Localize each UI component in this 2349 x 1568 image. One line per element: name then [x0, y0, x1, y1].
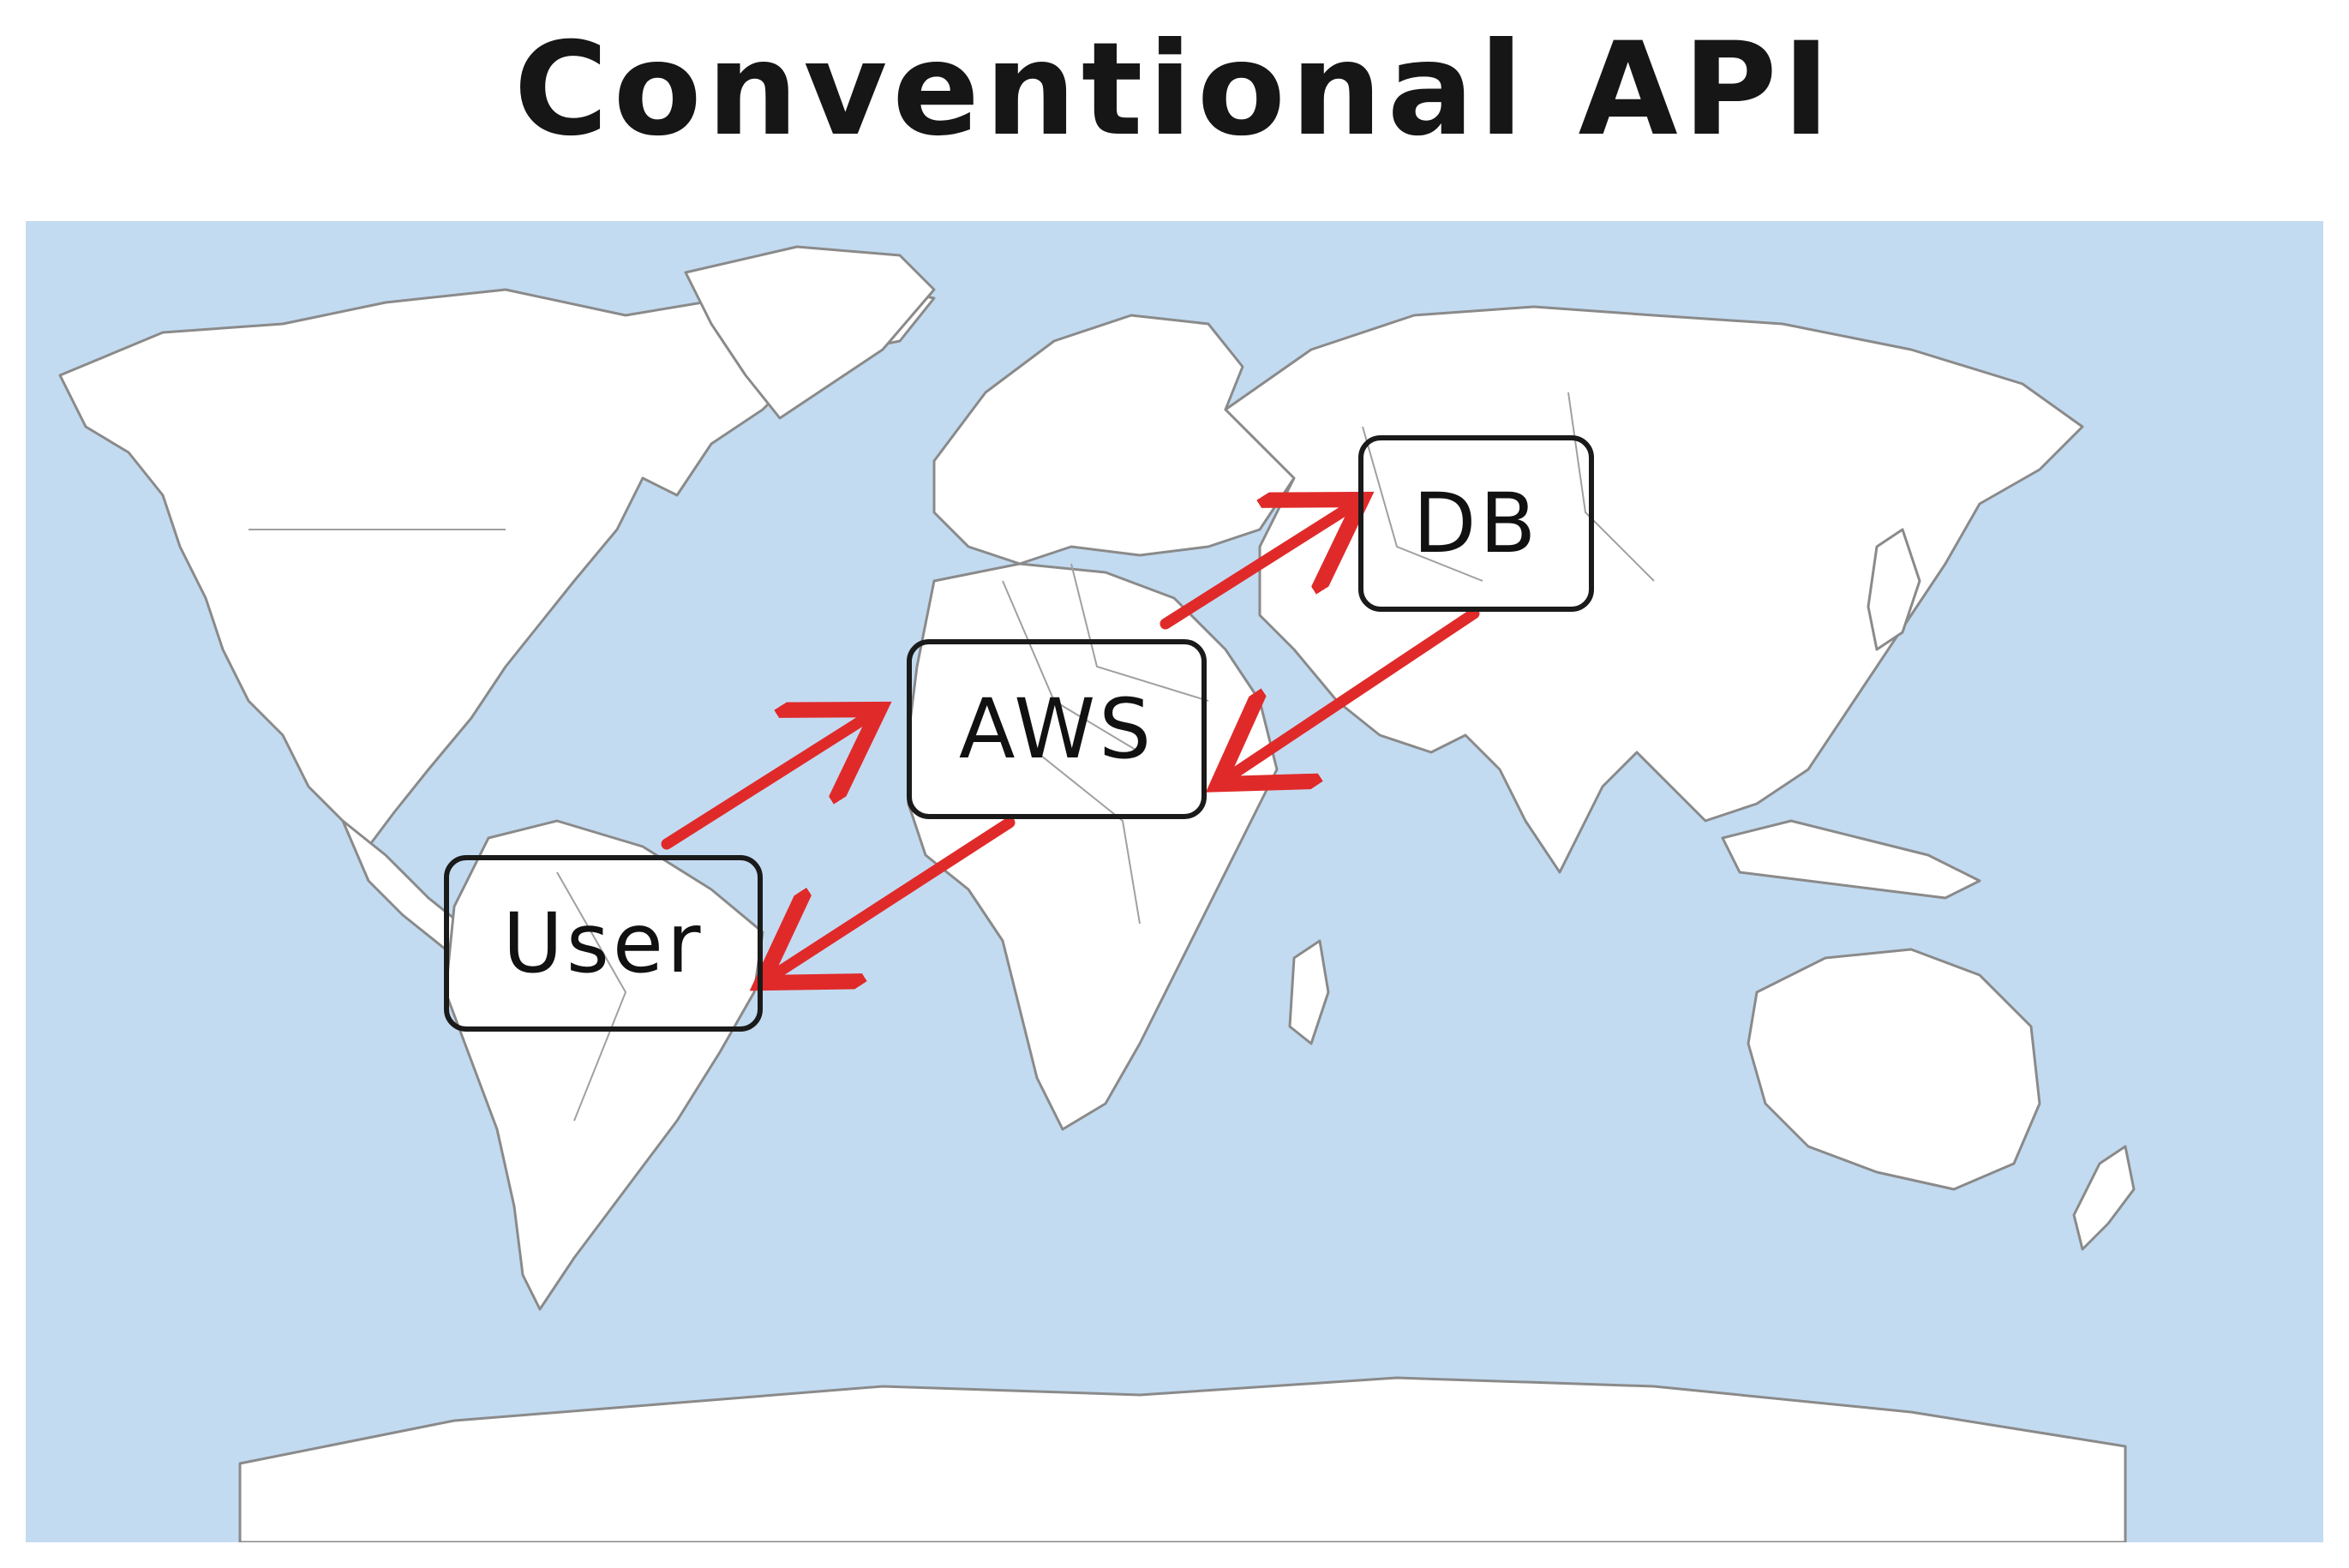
- diagram-title: Conventional API: [513, 15, 1836, 165]
- node-user-label: User: [502, 895, 704, 991]
- continent-south-america: [444, 819, 764, 1311]
- world-map-background: [58, 245, 2136, 1542]
- node-db: DB: [1358, 435, 1594, 612]
- continent-asia: [1224, 305, 2084, 874]
- continent-europe: [932, 314, 1296, 566]
- islands-indonesia: [1721, 819, 1981, 900]
- node-db-label: DB: [1412, 476, 1540, 572]
- node-aws-label: AWS: [958, 681, 1155, 777]
- continent-north-america: [58, 279, 936, 848]
- island-japan: [1867, 528, 1921, 651]
- continent-australia: [1747, 948, 2041, 1191]
- island-madagascar: [1288, 939, 1330, 1045]
- node-user: User: [444, 855, 763, 1032]
- continent-antarctica: [238, 1376, 2127, 1542]
- island-new-zealand: [2072, 1145, 2136, 1251]
- world-map: [26, 221, 2323, 1542]
- node-aws: AWS: [907, 639, 1207, 819]
- continent-greenland: [684, 245, 936, 420]
